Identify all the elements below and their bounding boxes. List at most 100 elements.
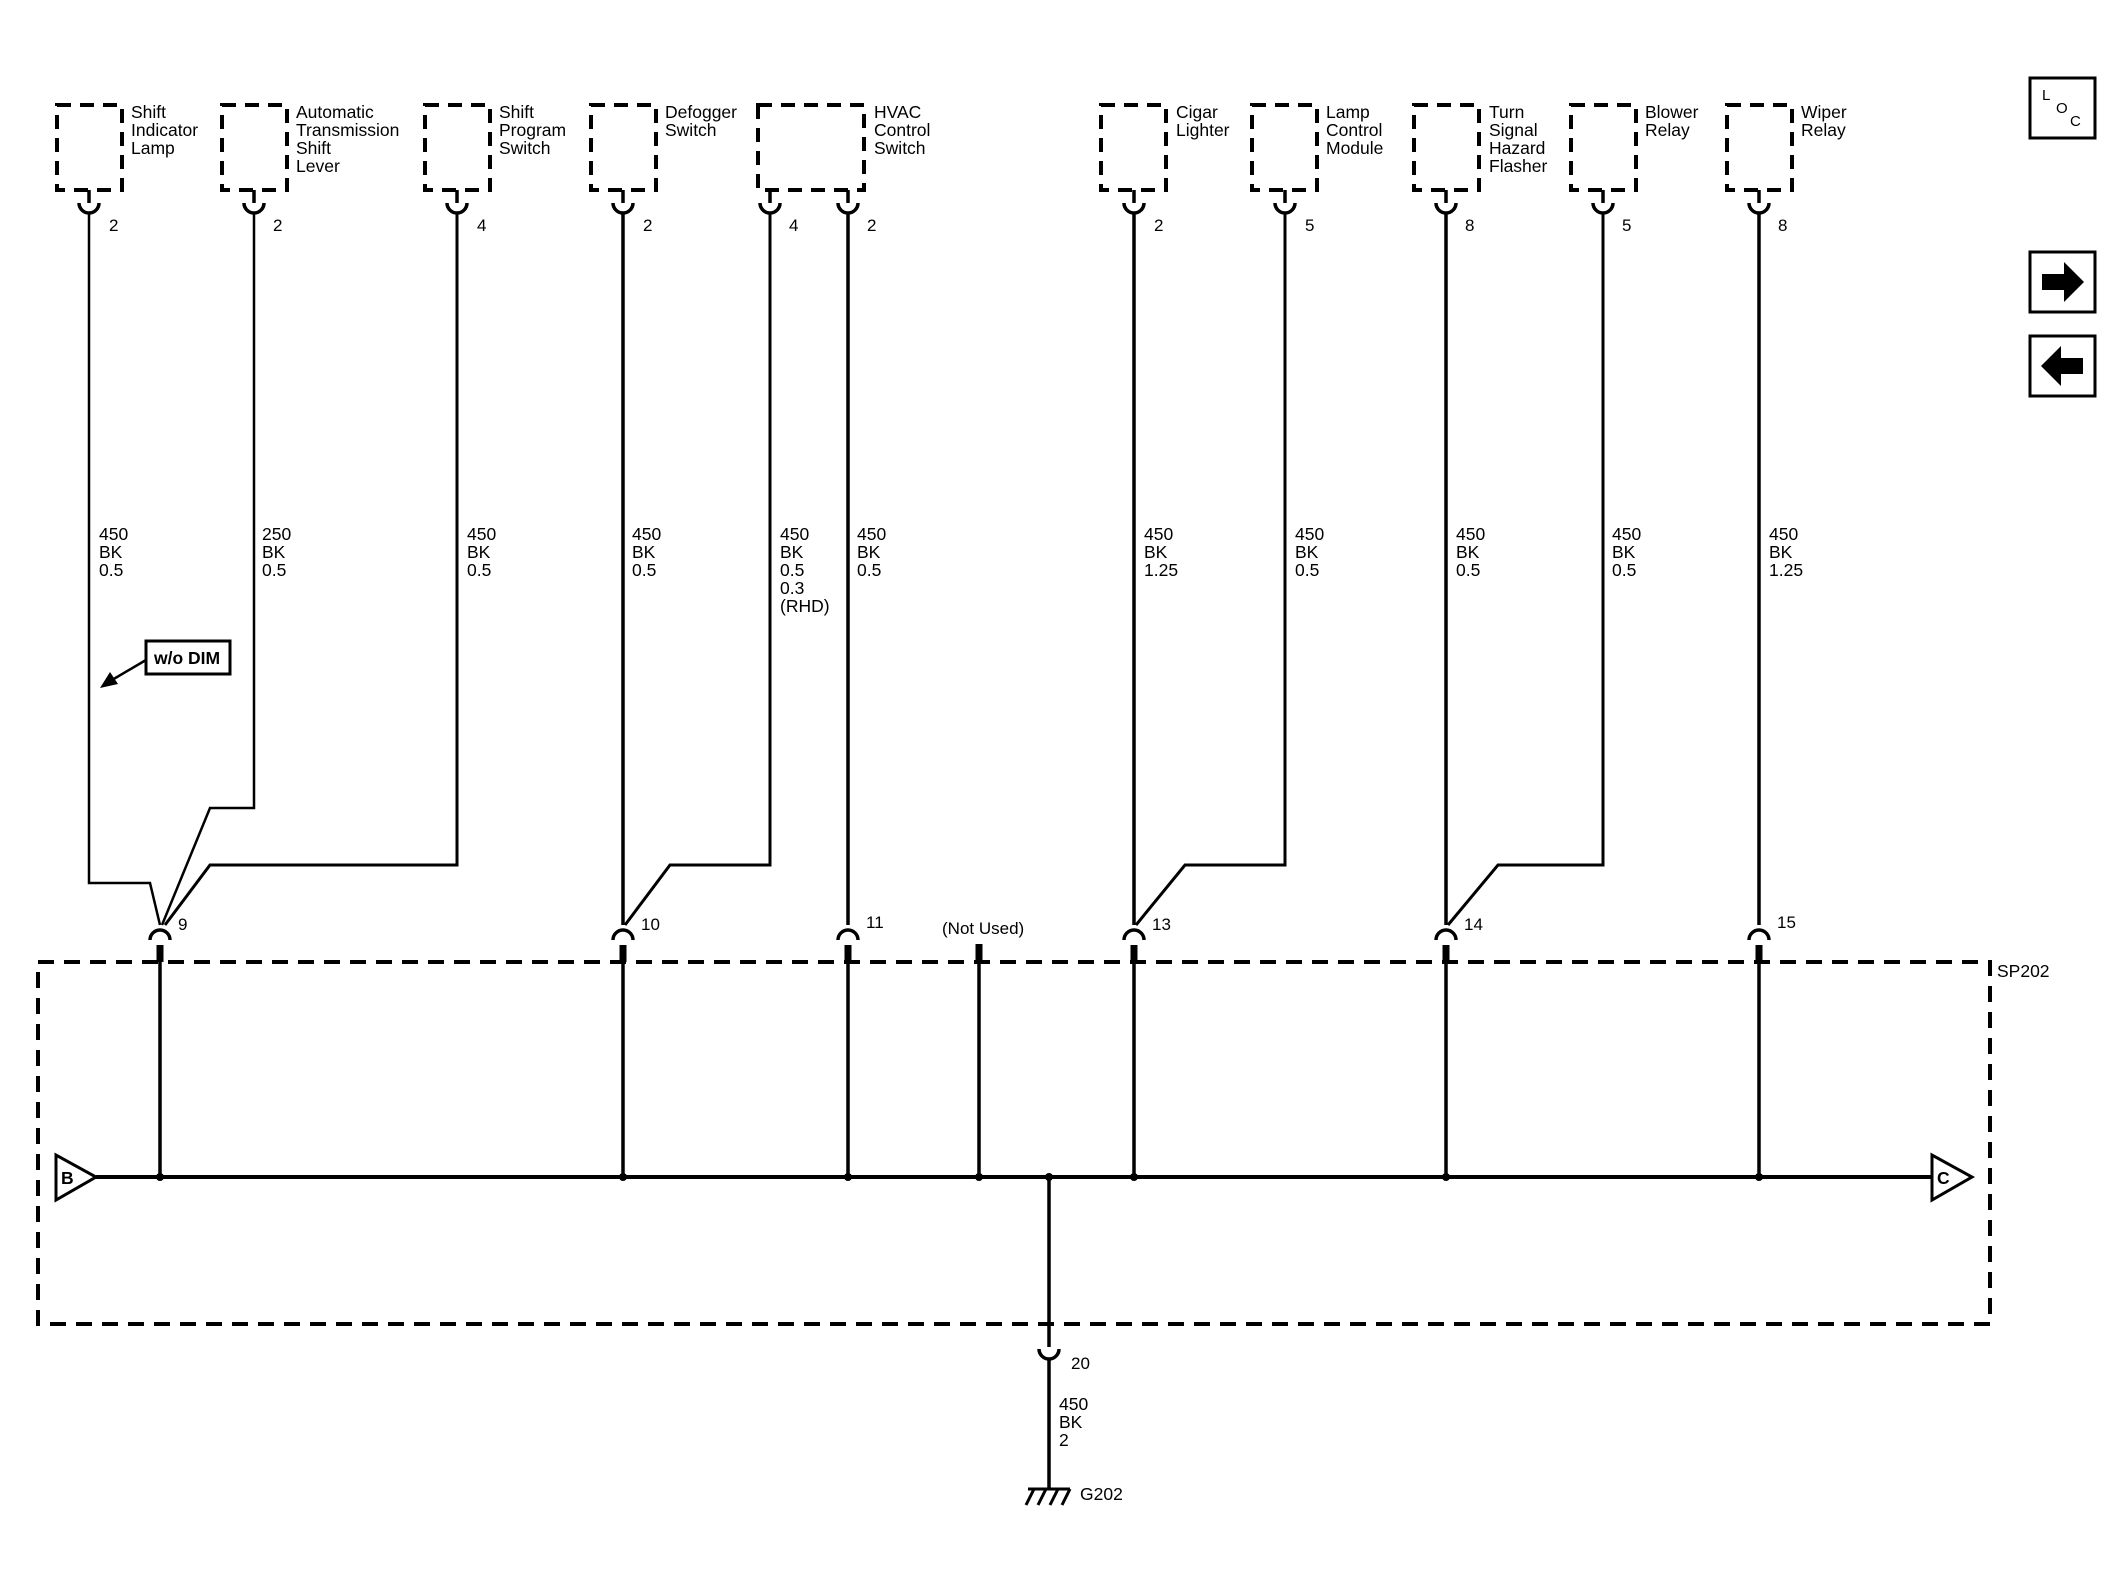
turn-signal-hazard-flasher-box [1412,103,1481,192]
component-labels: Shift Indicator Lamp Automatic Transmiss… [131,102,1852,176]
wire-auto-trans-shift-lever [160,213,256,926]
location-icon [2028,76,2097,140]
location-button[interactable]: L O C [2028,76,2097,140]
ground-wire-label: 450 BK 2 [1059,1394,1093,1450]
terminal-hvac-pin-2 [836,190,860,215]
pin-label: 5 [1305,216,1314,235]
splice-name: SP202 [1997,961,2050,981]
splice-drops [158,945,1761,1347]
terminal-wiper-relay [1747,190,1771,215]
terminal-defogger-switch [611,190,635,215]
terminal-blower-relay [1591,190,1615,215]
defogger-switch-box [589,103,658,192]
cigar-lighter-box [1099,103,1168,192]
pin-label: 5 [1622,216,1631,235]
arrow-right-icon [2042,262,2084,302]
ground-terminal [1037,1348,1061,1489]
pin-label: 15 [1777,913,1796,932]
wire-label: 450 BK 1.25 [1769,524,1803,580]
terminal-hvac-pin-4 [758,190,782,215]
ref-c-triangle [1930,1152,1976,1203]
hvac-control-switch-box [756,103,866,192]
prev-page-button[interactable] [2028,334,2097,398]
splice-terminal-9 [148,928,172,941]
wire-label: 450 BK 0.5 [1612,524,1646,580]
wo-dim-note: w/o DIM [100,639,232,688]
pin-label: 14 [1464,915,1483,934]
loc-letter: C [2070,113,2081,130]
wire-shift-indicator-lamp [87,213,162,926]
pin-label: 8 [1778,216,1787,235]
wire-lamp-control-module [1134,213,1287,926]
pin-label: 4 [477,216,486,235]
wire-label: 450 BK 0.5 [467,524,501,580]
pin-label: 4 [789,216,798,235]
wire-label: 250 BK 0.5 [262,524,296,580]
loc-letter: L [2042,87,2050,104]
shift-program-switch-label: Shift Program Switch [499,102,571,158]
shift-indicator-lamp-box [55,103,124,192]
cigar-lighter-label: Cigar Lighter [1176,102,1230,140]
wire-label: 450 BK 0.5 [632,524,666,580]
splice-pin-numbers: 9 10 11 13 14 15 (Not Used) [178,913,1796,938]
splice-terminal-13 [1122,928,1146,941]
ref-c-label: C [1937,1168,1950,1188]
pin-label: 2 [867,216,876,235]
wire-label: 450 BK 0.5 [857,524,891,580]
next-page-button[interactable] [2028,250,2097,314]
ground-name: G202 [1080,1484,1123,1504]
wire-label: 450 BK 0.5 0.3 (RHD) [780,524,830,616]
wire-hvac-pin-4 [623,213,772,926]
turn-signal-hazard-flasher-label: Turn Signal Hazard Flasher [1489,102,1550,176]
pin-label: 13 [1152,915,1171,934]
splice-stubs [156,944,1763,962]
pin-label: 11 [866,913,884,932]
components [55,103,1794,192]
wire-blower-relay [1446,213,1605,926]
terminal-turn-signal-hazard-flasher [1434,190,1458,215]
wire-shift-program-switch [163,213,459,926]
pin-label: 2 [273,216,282,235]
ref-b: B [54,1152,100,1203]
splice-terminals [148,928,1771,941]
wires [87,213,1761,926]
ref-c: C [1930,1152,1976,1203]
automatic-transmission-shift-lever-box [220,103,289,192]
arrow-left-icon [2041,346,2083,386]
splice-terminal-10 [611,928,635,941]
bus-junction-dots [156,1173,1763,1181]
wire-label: 450 BK 0.5 [1456,524,1490,580]
ref-b-label: B [61,1168,74,1188]
defogger-switch-label: Defogger Switch [665,102,742,140]
ground-symbol-icon [1024,1487,1072,1506]
wire-label: 450 BK 1.25 [1144,524,1178,580]
wiper-relay-label: Wiper Relay [1801,102,1852,140]
pin-label: 10 [641,915,660,934]
splice-terminal-11 [836,928,860,941]
terminal-shift-indicator-lamp [77,190,101,215]
pin-label: 9 [178,915,187,934]
component-terminals [77,190,1771,215]
hvac-control-switch-label: HVAC Control Switch [874,102,935,158]
blower-relay-label: Blower Relay [1645,102,1703,140]
lamp-control-module-label: Lamp Control Module [1326,102,1387,158]
wire-labels: 450 BK 0.5 250 BK 0.5 450 BK 0.5 450 BK … [99,524,1803,616]
splice-terminal-15 [1747,928,1771,941]
blower-relay-box [1569,103,1638,192]
splice-terminal-14 [1434,928,1458,941]
pin-label: 2 [109,216,118,235]
shift-program-switch-box [423,103,492,192]
wire-label: 450 BK 0.5 [99,524,133,580]
loc-letter: O [2056,100,2068,117]
not-used-label: (Not Used) [942,919,1024,938]
pin-label: 2 [1154,216,1163,235]
splice-box [36,960,1992,1326]
wiper-relay-box [1725,103,1794,192]
terminal-shift-program-switch [445,190,469,215]
terminal-auto-trans-shift-lever [242,190,266,215]
wire-label: 450 BK 0.5 [1295,524,1329,580]
note-arrow-head [100,672,118,688]
pin-label: 8 [1465,216,1474,235]
ground-pin-label: 20 [1071,1354,1090,1373]
